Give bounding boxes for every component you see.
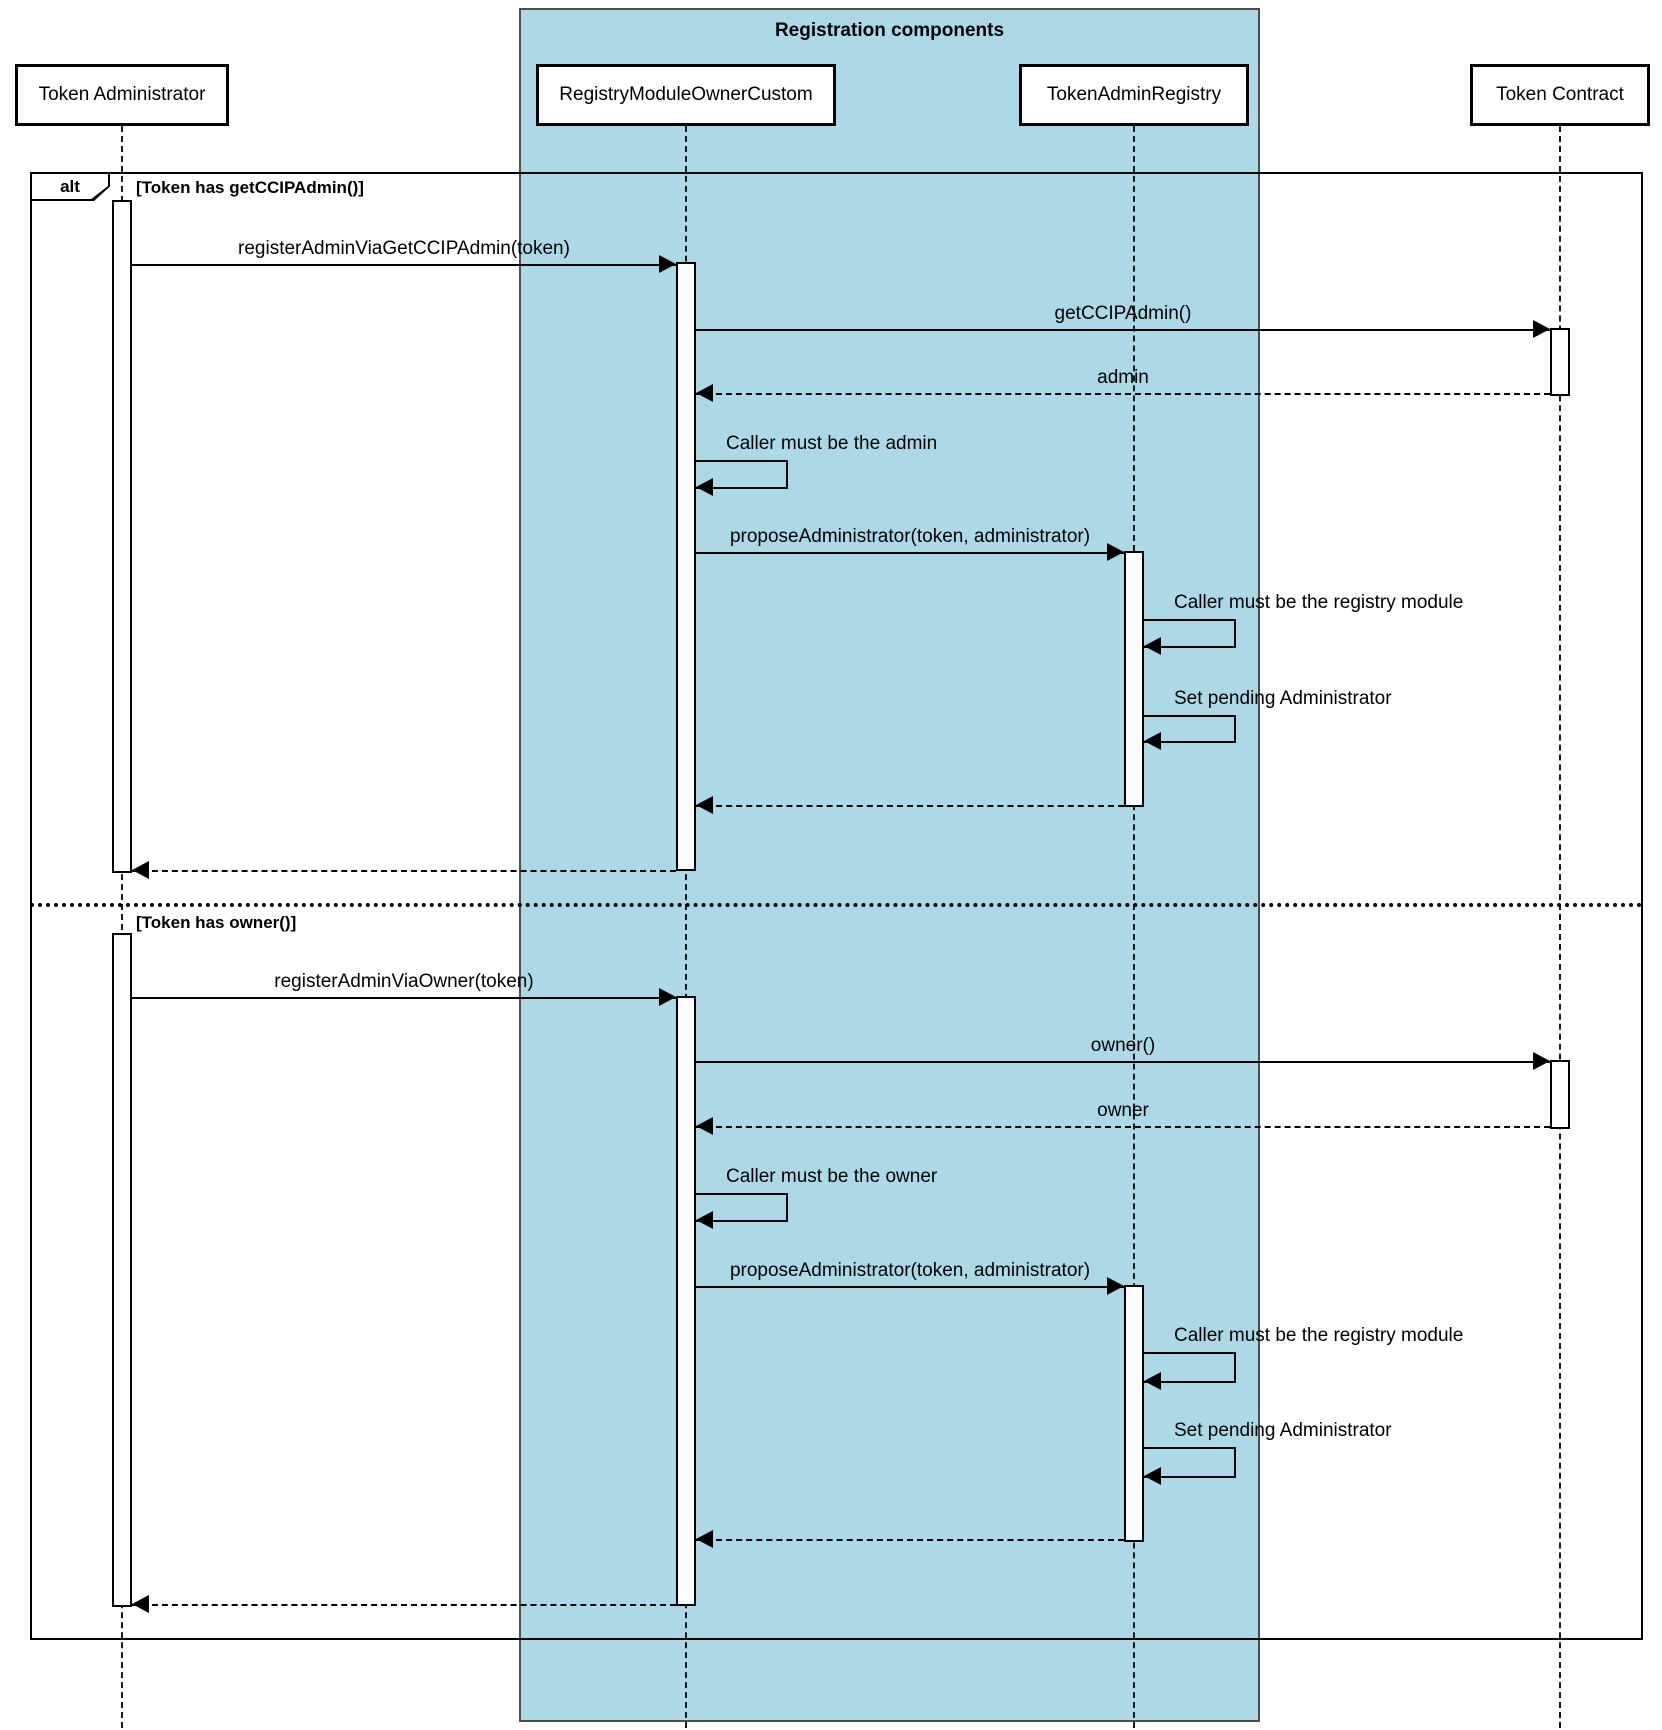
message-line — [132, 997, 676, 999]
alt-frame-label: alt — [60, 176, 80, 196]
arrowhead-icon — [696, 478, 713, 496]
message-line — [696, 329, 1550, 331]
participant-label: RegistryModuleOwnerCustom — [559, 84, 813, 105]
lifeline-token-administrator — [121, 126, 123, 1728]
lifeline-token-admin-registry — [1133, 126, 1135, 1728]
alt-frame-label-tab: alt — [30, 172, 110, 201]
message-label: registerAdminViaOwner(token) — [274, 971, 534, 992]
self-message-label: Caller must be the registry module — [1174, 1325, 1464, 1346]
message-line — [696, 552, 1124, 554]
activation-bar — [1124, 551, 1144, 807]
message-label: admin — [1097, 367, 1149, 388]
arrowhead-icon — [1144, 637, 1161, 655]
participant-label: TokenAdminRegistry — [1046, 84, 1222, 105]
activation-bar — [1124, 1285, 1144, 1542]
activation-bar — [112, 933, 132, 1607]
alt-divider — [30, 903, 1643, 907]
self-message-loop — [696, 1193, 788, 1222]
self-message-label: Caller must be the owner — [726, 1166, 938, 1187]
self-message-label: Set pending Administrator — [1174, 1420, 1392, 1441]
participant-token-contract: Token Contract — [1470, 64, 1650, 126]
arrowhead-icon — [132, 861, 149, 879]
arrowhead-icon — [1144, 732, 1161, 750]
message-line — [696, 1286, 1124, 1288]
arrowhead-icon — [1107, 1277, 1124, 1295]
arrowhead-icon — [659, 255, 676, 273]
arrowhead-icon — [132, 1595, 149, 1613]
participant-label: Token Contract — [1496, 84, 1624, 105]
self-message-loop — [1144, 619, 1236, 648]
arrowhead-icon — [1144, 1467, 1161, 1485]
message-line — [696, 1539, 1124, 1541]
arrowhead-icon — [696, 1530, 713, 1548]
arrowhead-icon — [659, 988, 676, 1006]
message-line — [132, 870, 676, 872]
message-label: proposeAdministrator(token, administrato… — [729, 1260, 1091, 1281]
self-message-loop — [1144, 1352, 1236, 1383]
message-line — [132, 264, 676, 266]
participant-label: Token Administrator — [38, 84, 206, 105]
participant-token-administrator: Token Administrator — [15, 64, 229, 126]
lifeline-registry-module-owner-custom — [685, 126, 687, 1728]
arrowhead-icon — [1107, 543, 1124, 561]
alt-condition-owner: [Token has owner()] — [136, 913, 297, 932]
message-line — [132, 1604, 676, 1606]
activation-bar — [676, 996, 696, 1606]
arrowhead-icon — [1533, 320, 1550, 338]
activation-bar — [676, 262, 696, 871]
arrowhead-icon — [696, 796, 713, 814]
self-message-label: Caller must be the admin — [726, 433, 938, 454]
message-line — [696, 805, 1124, 807]
group-title: Registration components — [774, 20, 1005, 41]
self-message-loop — [1144, 715, 1236, 743]
self-message-label: Caller must be the registry module — [1174, 592, 1464, 613]
arrowhead-icon — [1144, 1372, 1161, 1390]
participant-registry-module-owner-custom: RegistryModuleOwnerCustom — [536, 64, 836, 126]
message-label: proposeAdministrator(token, administrato… — [729, 526, 1091, 547]
arrowhead-icon — [1533, 1052, 1550, 1070]
lifeline-token-contract — [1559, 126, 1561, 1728]
arrowhead-icon — [696, 384, 713, 402]
message-label: getCCIPAdmin() — [1054, 303, 1192, 324]
message-label: owner — [1097, 1100, 1149, 1121]
self-message-label: Set pending Administrator — [1174, 688, 1392, 709]
self-message-loop — [696, 460, 788, 489]
arrowhead-icon — [696, 1117, 713, 1135]
arrowhead-icon — [696, 1211, 713, 1229]
message-line — [696, 1126, 1550, 1128]
activation-bar — [112, 200, 132, 873]
message-line — [696, 1061, 1550, 1063]
alt-condition-getccipadmin: [Token has getCCIPAdmin()] — [136, 178, 364, 197]
activation-bar — [1550, 328, 1570, 396]
activation-bar — [1550, 1060, 1570, 1129]
self-message-loop — [1144, 1447, 1236, 1478]
message-line — [696, 393, 1550, 395]
message-label: owner() — [1090, 1035, 1156, 1056]
participant-token-admin-registry: TokenAdminRegistry — [1019, 64, 1249, 126]
message-label: registerAdminViaGetCCIPAdmin(token) — [238, 238, 570, 259]
alt-frame-label-shape: alt — [32, 174, 108, 199]
